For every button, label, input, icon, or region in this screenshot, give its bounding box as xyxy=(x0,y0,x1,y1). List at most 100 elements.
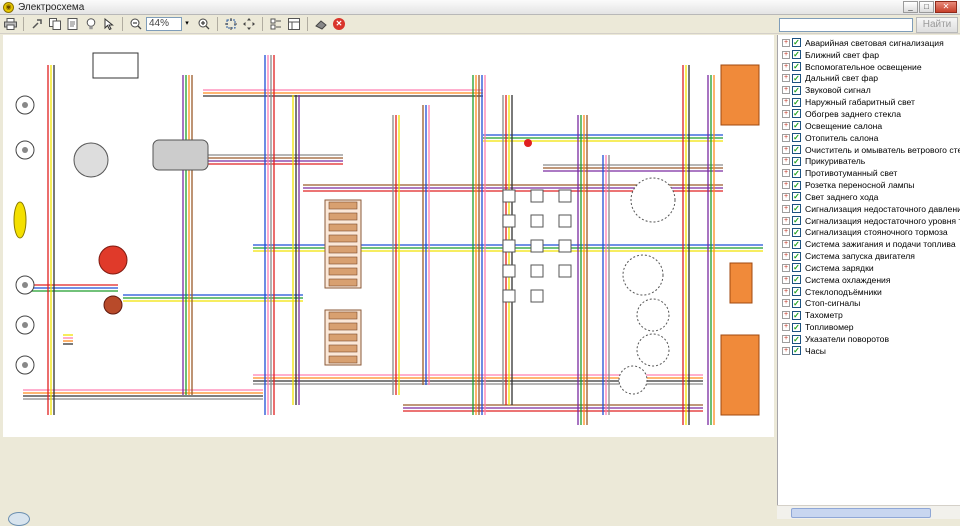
expand-icon[interactable]: + xyxy=(782,38,790,47)
layer-checkbox[interactable]: ✓ xyxy=(792,192,801,202)
expand-icon[interactable]: + xyxy=(782,204,790,213)
expand-icon[interactable]: + xyxy=(782,62,790,71)
layer-item[interactable]: +✓Наружный габаритный свет xyxy=(778,96,960,108)
eraser-icon[interactable] xyxy=(313,16,329,32)
layer-checkbox[interactable]: ✓ xyxy=(792,85,801,95)
layer-item[interactable]: +✓Очиститель и омыватель ветрового стекл… xyxy=(778,144,960,156)
layer-item[interactable]: +✓Система охлаждения xyxy=(778,274,960,286)
layer-checkbox[interactable]: ✓ xyxy=(792,50,801,60)
layer-checkbox[interactable]: ✓ xyxy=(792,121,801,131)
stop-icon[interactable]: ✕ xyxy=(331,16,347,32)
layer-checkbox[interactable]: ✓ xyxy=(792,180,801,190)
layer-checkbox[interactable]: ✓ xyxy=(792,145,801,155)
zoom-in-icon[interactable] xyxy=(196,16,212,32)
layer-item[interactable]: +✓Система зарядки xyxy=(778,262,960,274)
layer-item[interactable]: +✓Отопитель салона xyxy=(778,132,960,144)
cursor-icon[interactable] xyxy=(101,16,117,32)
print-icon[interactable] xyxy=(2,16,18,32)
wiring-diagram[interactable] xyxy=(3,35,774,437)
layer-item[interactable]: +✓Тахометр xyxy=(778,309,960,321)
close-button[interactable]: ✕ xyxy=(935,1,957,13)
expand-icon[interactable]: + xyxy=(782,346,790,355)
layer-checkbox[interactable]: ✓ xyxy=(792,204,801,214)
layer-checkbox[interactable]: ✓ xyxy=(792,322,801,332)
zoom-page-icon[interactable] xyxy=(65,16,81,32)
fit-icon[interactable] xyxy=(223,16,239,32)
layers-icon[interactable] xyxy=(268,16,284,32)
layer-checkbox[interactable]: ✓ xyxy=(792,239,801,249)
expand-icon[interactable]: + xyxy=(782,50,790,59)
expand-icon[interactable]: + xyxy=(782,74,790,83)
expand-icon[interactable]: + xyxy=(782,133,790,142)
layer-checkbox[interactable]: ✓ xyxy=(792,168,801,178)
expand-icon[interactable]: + xyxy=(782,98,790,107)
expand-icon[interactable]: + xyxy=(782,145,790,154)
maximize-button[interactable]: □ xyxy=(919,1,934,13)
layer-checkbox[interactable]: ✓ xyxy=(792,251,801,261)
layer-checkbox[interactable]: ✓ xyxy=(792,334,801,344)
expand-icon[interactable]: + xyxy=(782,263,790,272)
layers-horizontal-scrollbar[interactable] xyxy=(777,505,960,519)
layer-item[interactable]: +✓Топливомер xyxy=(778,321,960,333)
layer-checkbox[interactable]: ✓ xyxy=(792,73,801,83)
layer-item[interactable]: +✓Сигнализация стояночного тормоза xyxy=(778,227,960,239)
expand-icon[interactable]: + xyxy=(782,335,790,344)
layout-icon[interactable] xyxy=(286,16,302,32)
layer-checkbox[interactable]: ✓ xyxy=(792,62,801,72)
layer-checkbox[interactable]: ✓ xyxy=(792,346,801,356)
layer-checkbox[interactable]: ✓ xyxy=(792,109,801,119)
layer-item[interactable]: +✓Часы xyxy=(778,345,960,357)
layer-checkbox[interactable]: ✓ xyxy=(792,133,801,143)
expand-icon[interactable]: + xyxy=(782,299,790,308)
layer-item[interactable]: +✓Сигнализация недостаточного уровня тор… xyxy=(778,215,960,227)
layer-checkbox[interactable]: ✓ xyxy=(792,298,801,308)
layer-item[interactable]: +✓Вспомогательное освещение xyxy=(778,61,960,73)
expand-icon[interactable]: + xyxy=(782,287,790,296)
expand-icon[interactable]: + xyxy=(782,157,790,166)
expand-icon[interactable]: + xyxy=(782,228,790,237)
layer-item[interactable]: +✓Система зажигания и подачи топлива xyxy=(778,238,960,250)
layer-item[interactable]: +✓Система запуска двигателя xyxy=(778,250,960,262)
layer-checkbox[interactable]: ✓ xyxy=(792,287,801,297)
expand-icon[interactable]: + xyxy=(782,169,790,178)
move-icon[interactable] xyxy=(241,16,257,32)
copy-icon[interactable] xyxy=(47,16,63,32)
layer-item[interactable]: +✓Сигнализация недостаточного давления м xyxy=(778,203,960,215)
search-input[interactable] xyxy=(779,18,913,32)
layer-item[interactable]: +✓Ближний свет фар xyxy=(778,49,960,61)
chevron-down-icon[interactable]: ▾ xyxy=(185,20,189,27)
layer-item[interactable]: +✓Стоп-сигналы xyxy=(778,298,960,310)
layer-item[interactable]: +✓Звуковой сигнал xyxy=(778,84,960,96)
expand-icon[interactable]: + xyxy=(782,109,790,118)
zoom-out-icon[interactable] xyxy=(128,16,144,32)
layer-item[interactable]: +✓Указатели поворотов xyxy=(778,333,960,345)
minimize-button[interactable]: _ xyxy=(903,1,918,13)
layer-item[interactable]: +✓Прикуриватель xyxy=(778,155,960,167)
expand-icon[interactable]: + xyxy=(782,86,790,95)
expand-icon[interactable]: + xyxy=(782,216,790,225)
layer-item[interactable]: +✓Розетка переносной лампы xyxy=(778,179,960,191)
scrollbar-thumb[interactable] xyxy=(791,508,931,518)
layer-item[interactable]: +✓Свет заднего хода xyxy=(778,191,960,203)
diagram-viewport[interactable] xyxy=(0,35,776,519)
expand-icon[interactable]: + xyxy=(782,252,790,261)
search-button[interactable]: Найти xyxy=(916,17,958,33)
expand-icon[interactable]: + xyxy=(782,181,790,190)
layer-checkbox[interactable]: ✓ xyxy=(792,216,801,226)
layer-item[interactable]: +✓Дальний свет фар xyxy=(778,73,960,85)
layer-checkbox[interactable]: ✓ xyxy=(792,263,801,273)
expand-icon[interactable]: + xyxy=(782,121,790,130)
zoom-level-input[interactable]: 44% xyxy=(146,17,182,31)
expand-icon[interactable]: + xyxy=(782,323,790,332)
expand-icon[interactable]: + xyxy=(782,311,790,320)
layer-item[interactable]: +✓Противотуманный свет xyxy=(778,167,960,179)
layer-checkbox[interactable]: ✓ xyxy=(792,227,801,237)
layer-item[interactable]: +✓Стеклоподъёмники xyxy=(778,286,960,298)
layer-item[interactable]: +✓Обогрев заднего стекла xyxy=(778,108,960,120)
expand-icon[interactable]: + xyxy=(782,275,790,284)
layer-checkbox[interactable]: ✓ xyxy=(792,310,801,320)
expand-icon[interactable]: + xyxy=(782,240,790,249)
bulb-icon[interactable] xyxy=(83,16,99,32)
layer-item[interactable]: +✓Аварийная световая сигнализация xyxy=(778,37,960,49)
layer-checkbox[interactable]: ✓ xyxy=(792,156,801,166)
